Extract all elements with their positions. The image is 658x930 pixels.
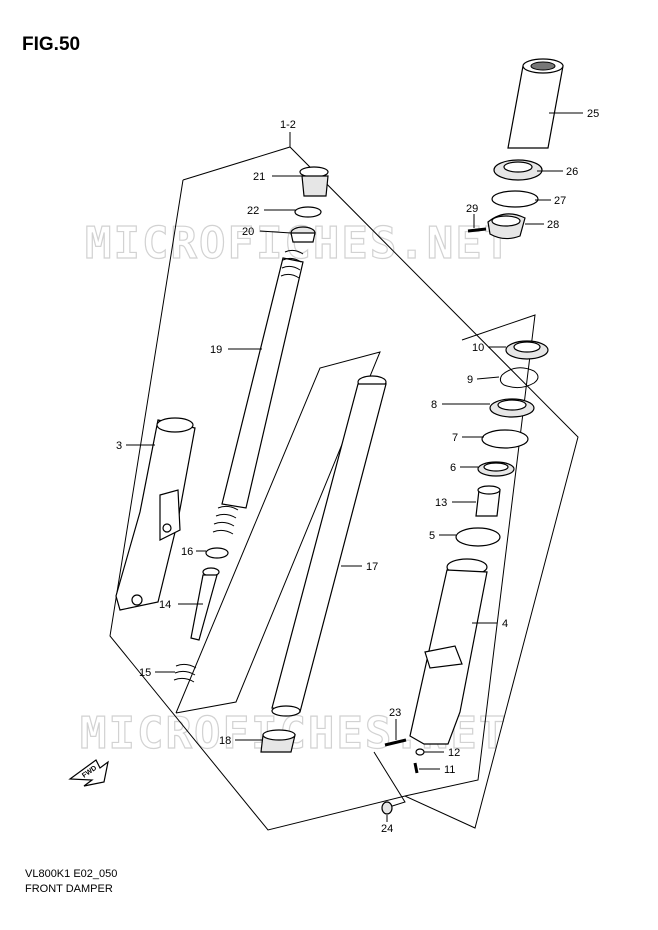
part-23-bolt: [384, 738, 407, 747]
part-19-inner-tube: [212, 249, 304, 535]
label-part-20: 20: [242, 226, 254, 238]
label-part-24: 24: [381, 823, 393, 835]
part-16-seal: [205, 547, 229, 559]
part-14-damper-rod: [190, 567, 220, 641]
part-17-damper-tube: [271, 375, 387, 717]
figure-title: FIG.50: [22, 34, 81, 55]
label-part-9: 9: [467, 374, 473, 386]
label-part-7: 7: [452, 432, 458, 444]
label-part-14: 14: [159, 599, 171, 611]
label-part-4: 4: [502, 618, 508, 630]
part-5-ring: [455, 527, 501, 547]
label-part-28: 28: [547, 219, 559, 231]
part-29-bolt: [467, 227, 487, 233]
label-part-15: 15: [139, 667, 151, 679]
label-part-22: 22: [247, 205, 259, 217]
label-part-5: 5: [429, 530, 435, 542]
assembly-outline: [109, 132, 579, 831]
part-26-nut: [493, 159, 543, 181]
part-4-outer-tube: [409, 558, 488, 745]
label-part-27: 27: [554, 195, 566, 207]
part-15-spring: [173, 663, 197, 683]
label-part-12: 12: [448, 747, 460, 759]
part-9-circlip: [499, 367, 539, 389]
part-24-plug: [381, 801, 393, 815]
label-part-8: 8: [431, 399, 437, 411]
label-part-6: 6: [450, 462, 456, 474]
leader-lines: [126, 112, 583, 822]
part-13-sleeve: [475, 485, 501, 517]
label-part-16: 16: [181, 546, 193, 558]
label-part-13: 13: [435, 497, 447, 509]
damper-rod-outline: [175, 351, 381, 714]
part-10-seal: [505, 340, 549, 360]
label-part-23: 23: [389, 707, 401, 719]
part-7-washer: [481, 429, 529, 449]
label-part-17: 17: [366, 561, 378, 573]
label-part-19: 19: [210, 344, 222, 356]
fwd-arrow-icon: FWD: [68, 759, 109, 787]
label-part-18: 18: [219, 735, 231, 747]
label-part-3: 3: [116, 440, 122, 452]
part-22-o-ring: [294, 206, 322, 218]
right-tube-outline: [404, 314, 536, 797]
label-part-21: 21: [253, 171, 265, 183]
label-part-11: 11: [444, 764, 455, 776]
part-20-spacer: [290, 226, 316, 243]
label-part-26: 26: [566, 166, 578, 178]
part-25-cover: [507, 58, 564, 149]
model-code: VL800K1 E02_050: [25, 868, 118, 880]
label-part-10: 10: [472, 342, 484, 354]
part-28-clamp: [487, 213, 526, 240]
part-3-outer-tube: [115, 417, 196, 611]
label-part-29: 29: [466, 203, 478, 215]
part-21-cap-bolt: [299, 166, 329, 197]
assembly-label: 1-2: [280, 119, 296, 131]
diagram-name: FRONT DAMPER: [25, 883, 113, 895]
part-8-seal: [489, 398, 535, 418]
part-18-bushing: [260, 729, 296, 753]
label-part-25: 25: [587, 108, 599, 120]
part-11-screw: [413, 762, 419, 774]
part-6-bushing: [477, 461, 515, 477]
part-27-washer: [491, 190, 539, 208]
part-12-washer: [415, 748, 425, 756]
